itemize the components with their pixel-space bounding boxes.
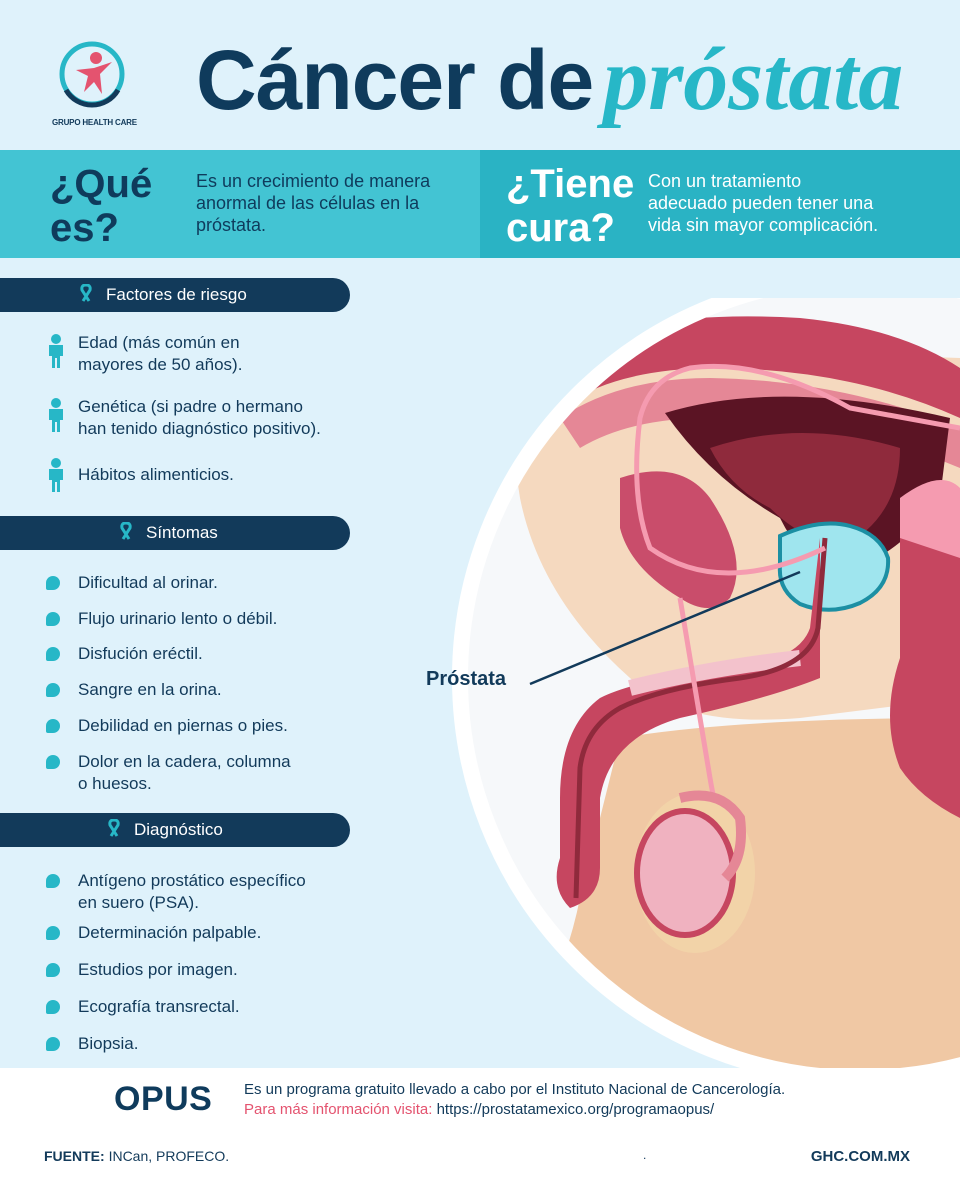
list-item: Flujo urinario lento o débil.	[78, 609, 278, 628]
section-factores-riesgo: Factores de riesgo	[0, 278, 350, 312]
tiene-cura-heading-line1: ¿Tiene	[506, 162, 635, 206]
bullet-icon	[46, 1000, 60, 1014]
source: FUENTE: INCan, PROFECO.	[44, 1148, 229, 1164]
logo-icon	[59, 41, 125, 108]
que-es-desc-line: próstata.	[196, 215, 267, 235]
section-title: Factores de riesgo	[106, 285, 247, 304]
title-part2: próstata	[603, 30, 904, 129]
footer: OPUS Es un programa gratuito llevado a c…	[0, 1068, 960, 1200]
logo-text: GRUPO HEALTH CARE	[52, 118, 137, 127]
bullet-icon	[46, 683, 60, 697]
list-item: Dificultad al orinar.	[78, 573, 218, 592]
list-item: Biopsia.	[78, 1034, 139, 1053]
item-line: en suero (PSA).	[78, 893, 199, 912]
person-icon	[46, 334, 66, 373]
bullet-icon	[46, 719, 60, 733]
tiene-cura-heading-line2: cura?	[506, 206, 615, 250]
title-part1: Cáncer de	[196, 33, 594, 127]
bullet-icon	[46, 926, 60, 940]
list-item: Hábitos alimenticios.	[78, 464, 378, 486]
item-line: Genética (si padre o hermano	[78, 397, 303, 416]
item-line: Edad (más común en	[78, 333, 240, 352]
bullet-icon	[46, 576, 60, 590]
cura-desc-line: vida sin mayor complicación.	[648, 215, 879, 235]
opus-description: Es un programa gratuito llevado a cabo p…	[244, 1080, 785, 1120]
que-es-desc-line: Es un crecimiento de manera	[196, 171, 431, 191]
opus-line: Es un programa gratuito llevado a cabo p…	[244, 1081, 786, 1098]
bullet-icon	[46, 755, 60, 769]
item-line: han tenido diagnóstico positivo).	[78, 419, 321, 438]
bullet-icon	[46, 874, 60, 888]
main-content: Próstata Factores de riesgo Edad (más co…	[0, 258, 960, 1068]
que-es-heading-line1: ¿Qué	[50, 162, 153, 206]
tiene-cura-description: Con un tratamiento adecuado pueden tener…	[648, 170, 878, 236]
person-icon	[46, 458, 66, 497]
que-es-heading-line2: es?	[50, 206, 119, 250]
dot-mark: .	[643, 1148, 647, 1162]
bullet-icon	[46, 612, 60, 626]
list-item: Genética (si padre o hermano han tenido …	[78, 396, 378, 440]
list-item: Estudios por imagen.	[78, 960, 238, 979]
list-item: Debilidad en piernas o pies.	[78, 716, 288, 735]
opus-logo: OPUS	[114, 1080, 213, 1118]
bullet-icon	[46, 963, 60, 977]
section-title: Síntomas	[146, 523, 218, 542]
item-line: o huesos.	[78, 774, 152, 793]
cura-desc-line: adecuado pueden tener una	[648, 193, 874, 213]
person-icon	[46, 398, 66, 437]
item-line: Dolor en la cadera, columna	[78, 752, 291, 771]
item-line: Antígeno prostático específico	[78, 871, 306, 890]
tiene-cura-heading: ¿Tiene cura?	[506, 162, 634, 250]
tiene-cura-panel: ¿Tiene cura? Con un tratamiento adecuado…	[480, 150, 960, 258]
ribbon-icon	[80, 283, 92, 307]
list-item: Antígeno prostático específico en suero …	[78, 870, 378, 914]
que-es-heading: ¿Qué es?	[50, 162, 152, 250]
opus-url-link[interactable]: https://prostatamexico.org/programaopus/	[436, 1101, 715, 1118]
ribbon-icon	[108, 818, 120, 842]
item-line: Hábitos alimenticios.	[78, 465, 234, 484]
bullet-icon	[46, 1037, 60, 1051]
cura-desc-line: Con un tratamiento	[648, 171, 802, 191]
que-es-desc-line: anormal de las células en la	[196, 193, 420, 213]
que-es-description: Es un crecimiento de manera anormal de l…	[196, 170, 430, 236]
bullet-icon	[46, 647, 60, 661]
list-item: Ecografía transrectal.	[78, 997, 240, 1016]
section-sintomas: Síntomas	[0, 516, 350, 550]
source-value: INCan, PROFECO.	[108, 1148, 230, 1164]
item-line: mayores de 50 años).	[78, 355, 243, 374]
list-item: Edad (más común en mayores de 50 años).	[78, 332, 378, 376]
que-es-panel: ¿Qué es? Es un crecimiento de manera ano…	[0, 150, 480, 258]
section-title: Diagnóstico	[134, 820, 223, 839]
pointer-line	[529, 570, 801, 686]
website-link[interactable]: GHC.COM.MX	[810, 1148, 910, 1165]
anatomy-illustration	[452, 298, 960, 1068]
list-item: Determinación palpable.	[78, 923, 262, 942]
opus-link-line: Para más información visita: https://pro…	[244, 1100, 785, 1120]
source-label: FUENTE:	[44, 1148, 105, 1164]
list-item: Disfución eréctil.	[78, 644, 203, 663]
definition-band: ¿Qué es? Es un crecimiento de manera ano…	[0, 150, 960, 258]
list-item: Dolor en la cadera, columna o huesos.	[78, 751, 378, 795]
list-item: Sangre en la orina.	[78, 680, 222, 699]
section-diagnostico: Diagnóstico	[0, 813, 350, 847]
ribbon-icon	[120, 521, 132, 545]
opus-info-label: Para más información visita:	[244, 1101, 433, 1118]
logo: GRUPO HEALTH CARE	[52, 40, 142, 130]
prostate-label: Próstata	[426, 668, 507, 690]
